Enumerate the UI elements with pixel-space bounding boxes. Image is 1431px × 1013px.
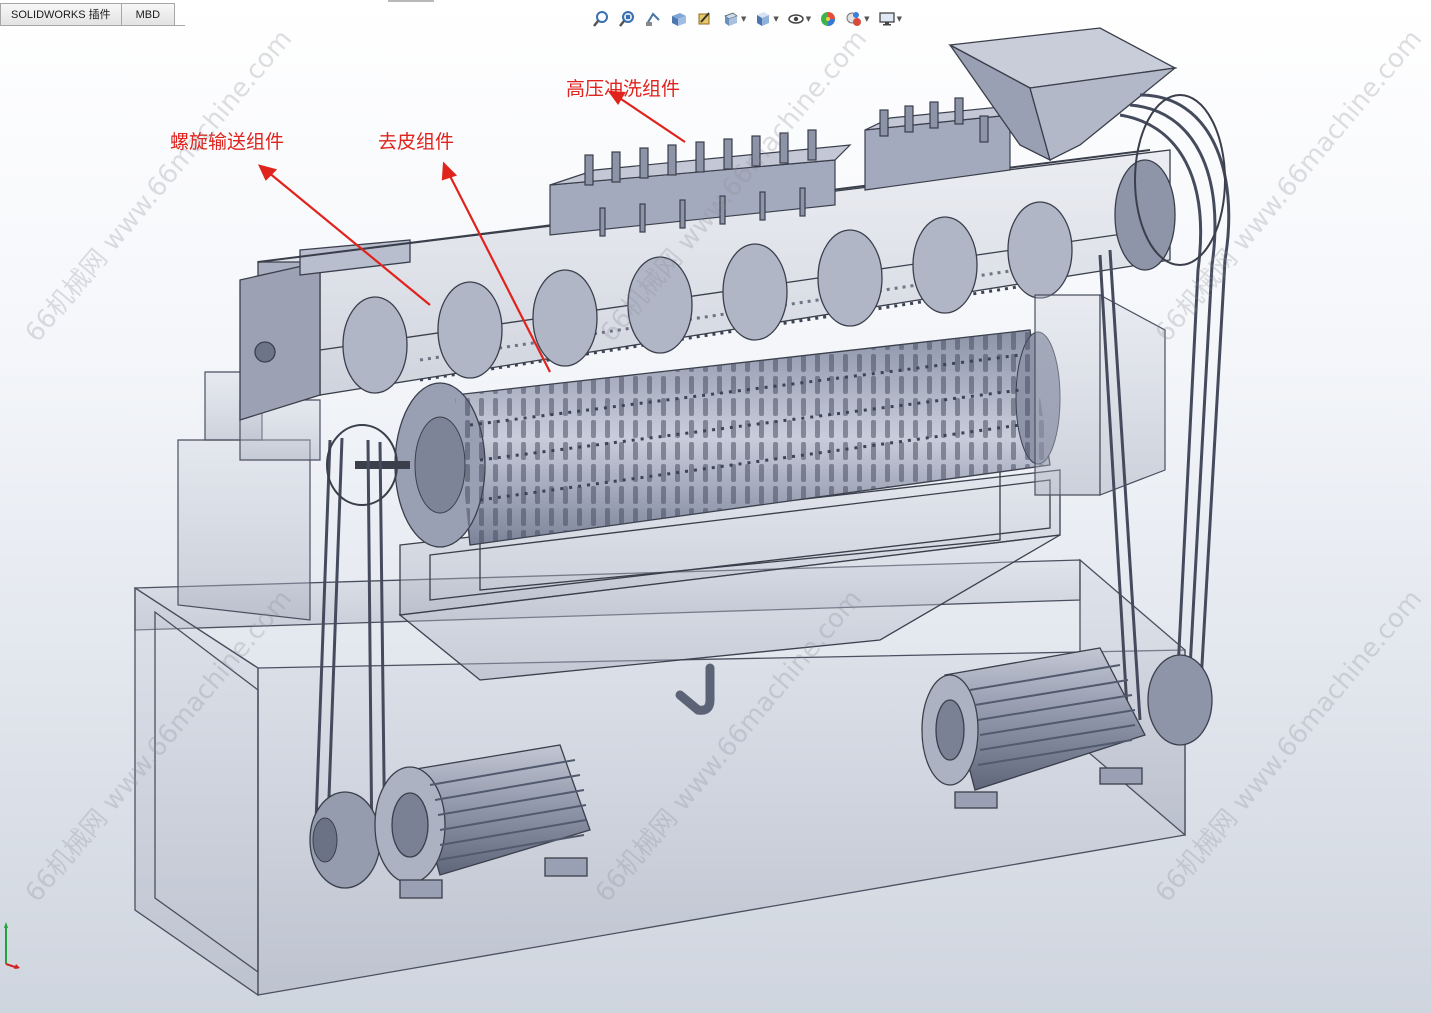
display-style-icon[interactable]: [752, 8, 774, 30]
label-wash-assembly: 高压冲洗组件: [566, 78, 681, 100]
left-motor: [374, 744, 591, 899]
view-settings-icon[interactable]: [876, 8, 898, 30]
zoom-to-area-icon[interactable]: [616, 8, 638, 30]
right-motor: [921, 647, 1146, 809]
reference-triad-icon: [4, 922, 20, 969]
right-top-pulley: [1134, 94, 1226, 266]
dynamic-annotation-icon[interactable]: [694, 8, 716, 30]
tab-solidworks-addins[interactable]: SOLIDWORKS 插件: [0, 3, 122, 26]
feed-hopper: [947, 27, 1178, 162]
tab-scroll-indicator: [388, 0, 434, 2]
edit-appearance-icon[interactable]: [817, 8, 839, 30]
chevron-down-icon[interactable]: ▼: [896, 15, 902, 23]
zoom-to-fit-icon[interactable]: [590, 8, 612, 30]
water-tank: [398, 449, 1061, 681]
peeling-drum: [355, 329, 1061, 548]
callout-arrows: [258, 90, 686, 373]
tab-baseline: [0, 25, 185, 26]
screw-conveyor: [239, 149, 1176, 421]
chevron-down-icon[interactable]: ▼: [864, 15, 870, 23]
apply-scene-icon[interactable]: [843, 8, 865, 30]
wash-manifolds: [549, 97, 1022, 237]
heads-up-view-toolbar: ▼ ▼ ▼ ▼ ▼: [590, 6, 904, 32]
left-housings: [177, 371, 321, 621]
drain-pipe: [675, 663, 715, 715]
command-manager-tabs: SOLIDWORKS 插件 MBD: [0, 0, 176, 26]
label-peeling-assembly: 去皮组件: [378, 131, 455, 153]
previous-view-icon[interactable]: [642, 8, 664, 30]
view-orientation-icon[interactable]: [720, 8, 742, 30]
right-housing: [1034, 293, 1166, 496]
chevron-down-icon[interactable]: ▼: [805, 15, 812, 23]
chevron-down-icon[interactable]: ▼: [773, 15, 779, 23]
section-view-icon[interactable]: [668, 8, 690, 30]
hide-show-items-icon[interactable]: [785, 8, 807, 30]
chevron-down-icon[interactable]: ▼: [741, 15, 747, 23]
label-screw-conveyor: 螺旋输送组件: [170, 131, 285, 153]
tab-mbd[interactable]: MBD: [120, 3, 176, 26]
